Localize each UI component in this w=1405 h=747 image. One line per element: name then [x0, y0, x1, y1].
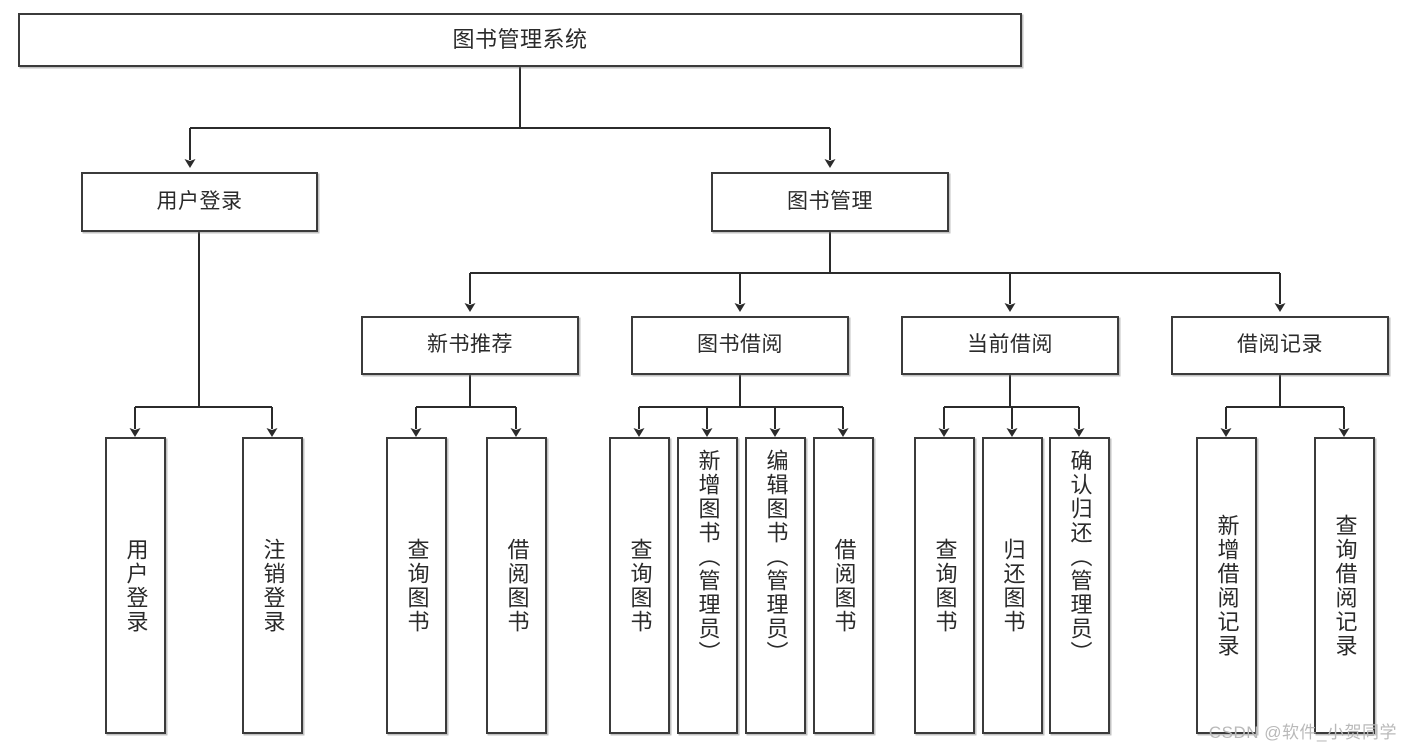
- leaf-borrow-book-2[interactable]: 借阅图书: [813, 437, 874, 734]
- leaf-add-record[interactable]: 新增借阅记录: [1196, 437, 1257, 734]
- leaf-query-book-1-label: 查询图书: [404, 537, 430, 634]
- node-book-borrow-label: 图书借阅: [697, 333, 783, 357]
- leaf-borrow-book-1-label: 借阅图书: [504, 537, 530, 634]
- leaf-add-book-label: 新增图书（管理员）: [695, 449, 721, 665]
- leaf-edit-book[interactable]: 编辑图书（管理员）: [745, 437, 806, 734]
- leaf-edit-book-label: 编辑图书（管理员）: [763, 449, 789, 665]
- node-borrow-record[interactable]: 借阅记录: [1171, 316, 1389, 375]
- leaf-logout-label: 注销登录: [260, 537, 286, 634]
- leaf-return-book[interactable]: 归还图书: [982, 437, 1043, 734]
- leaf-return-book-label: 归还图书: [1000, 537, 1026, 634]
- node-borrow-record-label: 借阅记录: [1237, 333, 1323, 357]
- leaf-user-login-label: 用户登录: [123, 537, 149, 634]
- node-user-login-label: 用户登录: [156, 189, 243, 213]
- leaf-query-book-2-label: 查询图书: [627, 537, 653, 634]
- node-book-manage-label: 图书管理: [787, 189, 873, 213]
- leaf-borrow-book-2-label: 借阅图书: [831, 537, 857, 634]
- node-root-label: 图书管理系统: [452, 27, 588, 53]
- node-book-borrow[interactable]: 图书借阅: [631, 316, 849, 375]
- node-current-borrow-label: 当前借阅: [967, 333, 1053, 357]
- node-user-login[interactable]: 用户登录: [81, 172, 318, 232]
- leaf-user-login[interactable]: 用户登录: [105, 437, 166, 734]
- node-current-borrow[interactable]: 当前借阅: [901, 316, 1119, 375]
- leaf-query-book-1[interactable]: 查询图书: [386, 437, 447, 734]
- leaf-add-record-label: 新增借阅记录: [1214, 513, 1240, 658]
- node-new-book-recommend-label: 新书推荐: [427, 333, 513, 357]
- leaf-query-book-3-label: 查询图书: [932, 537, 958, 634]
- leaf-confirm-return-label: 确认归还（管理员）: [1067, 449, 1093, 665]
- leaf-borrow-book-1[interactable]: 借阅图书: [486, 437, 547, 734]
- csdn-watermark: CSDN @软件_小贺同学: [1208, 723, 1397, 742]
- leaf-logout[interactable]: 注销登录: [242, 437, 303, 734]
- leaf-query-record-label: 查询借阅记录: [1332, 513, 1358, 658]
- node-root[interactable]: 图书管理系统: [18, 13, 1022, 67]
- leaf-query-record[interactable]: 查询借阅记录: [1314, 437, 1375, 734]
- node-book-manage[interactable]: 图书管理: [711, 172, 949, 232]
- leaf-query-book-2[interactable]: 查询图书: [609, 437, 670, 734]
- leaf-confirm-return[interactable]: 确认归还（管理员）: [1049, 437, 1110, 734]
- leaf-add-book[interactable]: 新增图书（管理员）: [677, 437, 738, 734]
- leaf-query-book-3[interactable]: 查询图书: [914, 437, 975, 734]
- node-new-book-recommend[interactable]: 新书推荐: [361, 316, 579, 375]
